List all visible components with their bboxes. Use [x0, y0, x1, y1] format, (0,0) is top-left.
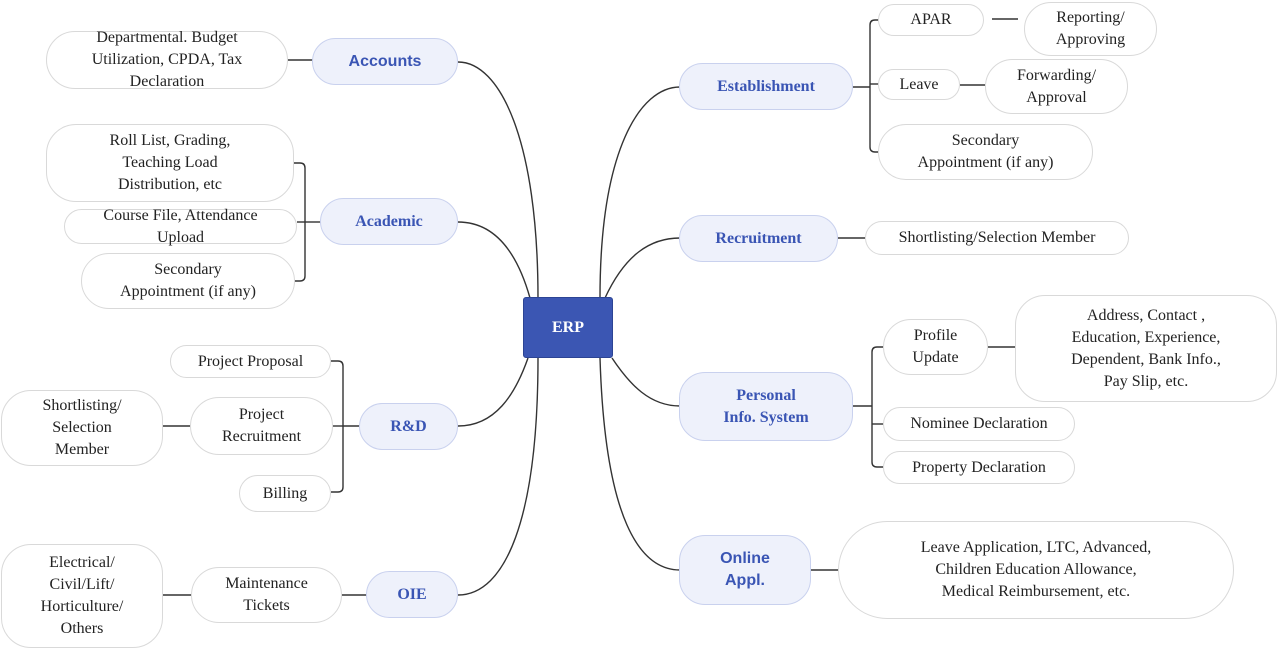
leaf-academic-roll-list: Roll List, Grading, Teaching Load Distri… — [46, 124, 294, 202]
leaf-oie-electrical-civil: Electrical/ Civil/Lift/ Horticulture/ Ot… — [1, 544, 163, 648]
pis-bracket — [871, 346, 883, 468]
leaf-academic-course-file: Course File, Attendance Upload — [64, 207, 297, 246]
erp-root-node: ERP — [523, 297, 613, 358]
leaf-est-apar: APAR — [878, 4, 984, 36]
leaf-est-secondary-appointment: Secondary Appointment (if any) — [878, 124, 1093, 180]
leaf-academic-secondary-appointment: Secondary Appointment (if any) — [81, 253, 295, 309]
link-erp-recruitment — [604, 237, 681, 299]
leaf-online-leave-application: Leave Application, LTC, Advanced, Childr… — [838, 521, 1234, 619]
link-erp-accounts — [457, 61, 539, 299]
link-erp-academic — [457, 221, 531, 299]
leaf-recruitment-shortlisting: Shortlisting/Selection Member — [865, 221, 1129, 255]
leaf-rnd-project-recruitment: Project Recruitment — [190, 397, 333, 455]
category-rnd: R&D — [359, 403, 458, 450]
leaf-rnd-shortlisting-member: Shortlisting/ Selection Member — [1, 390, 163, 466]
leaf-est-leave: Leave — [878, 69, 960, 100]
leaf-pis-property-declaration: Property Declaration — [883, 451, 1075, 484]
est-bracket — [869, 19, 879, 153]
leaf-pis-address-contact: Address, Contact , Education, Experience… — [1015, 295, 1277, 402]
leaf-pis-profile-update: Profile Update — [883, 319, 988, 375]
link-erp-oie — [457, 357, 539, 596]
category-oie: OIE — [366, 571, 458, 618]
category-online-appl: Online Appl. — [679, 535, 811, 605]
leaf-est-reporting-approving: Reporting/ Approving — [1024, 2, 1157, 56]
link-erp-online — [599, 357, 681, 571]
link-erp-establishment — [599, 86, 681, 299]
leaf-est-forwarding-approval: Forwarding/ Approval — [985, 59, 1128, 114]
category-accounts: Accounts — [312, 38, 458, 85]
leaf-oie-maintenance-tickets: Maintenance Tickets — [191, 567, 342, 623]
leaf-rnd-billing: Billing — [239, 475, 331, 512]
leaf-pis-nominee-declaration: Nominee Declaration — [883, 407, 1075, 441]
leaf-accounts-budget: Departmental. Budget Utilization, CPDA, … — [46, 29, 288, 90]
leaf-rnd-project-proposal: Project Proposal — [170, 345, 331, 378]
link-erp-pis — [611, 357, 681, 407]
category-establishment: Establishment — [679, 63, 853, 110]
category-academic: Academic — [320, 198, 458, 245]
link-erp-rnd — [457, 357, 529, 427]
category-recruitment: Recruitment — [679, 215, 838, 262]
category-personal-info-system: Personal Info. System — [679, 372, 853, 441]
